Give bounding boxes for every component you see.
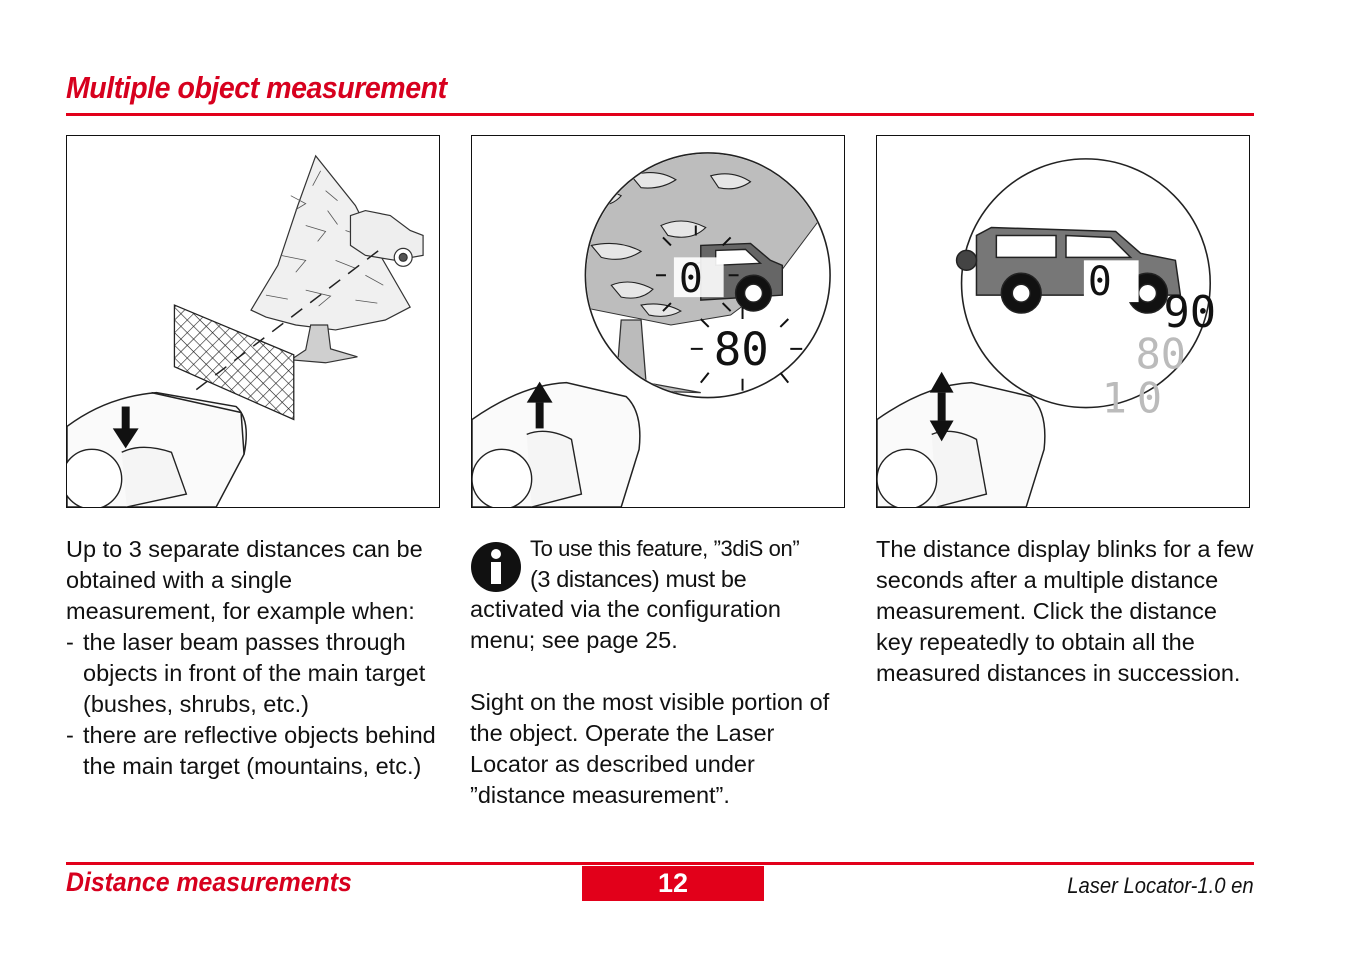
note-rest: activated via the configuration menu; se… [470,596,781,653]
fence-shape [173,304,295,421]
illustration-tree-fence-car [67,154,424,507]
note-line-2: (3 distances) must be [530,566,747,592]
text-column-left: Up to 3 separate distances can be obtain… [66,534,444,782]
arrow-down-icon [112,406,139,449]
readout-lower: 80 [714,323,769,376]
figure-sight-view-blinking: 0 80 [471,135,845,508]
readout-prev2: 10 [1102,374,1172,423]
section-title: Distance measurements [66,867,352,897]
footer-rule [66,862,1254,865]
arrow-updown-icon [929,371,954,442]
figure-laser-through-objects [66,135,440,508]
readout-upper: 0 [679,256,703,302]
illustration-scope-view-tree: 0 80 [472,152,831,507]
product-name: Laser Locator-1.0 en [1067,873,1254,898]
page-title: Multiple object measurement [66,70,447,105]
page-number: 12 [582,866,764,901]
car-shape [349,209,424,267]
example-list: -the laser beam passes through objects i… [66,627,444,782]
car-shape [700,242,784,312]
info-icon [471,542,521,592]
svg-text:0: 0 [1088,259,1112,305]
list-item: -there are reflective objects behind the… [66,722,436,779]
arrow-up-icon [526,381,553,429]
figure-successive-distances: 0 90 80 10 [876,135,1250,508]
illustration-scope-view-car: 0 90 80 10 [877,158,1216,507]
readout-main: 90 [1163,287,1216,338]
readout-prev: 80 [1136,330,1186,379]
intro-paragraph: Up to 3 separate distances can be obtain… [66,536,423,624]
sight-paragraph: Sight on the most visible portion of the… [470,689,830,808]
list-item: -the laser beam passes through objects i… [66,629,426,717]
note-line-1: To use this feature, ”3diS on” [530,536,800,561]
text-column-right: The distance display blinks for a few se… [876,534,1254,689]
header-rule [66,113,1254,116]
blink-paragraph: The distance display blinks for a few se… [876,536,1254,686]
text-column-middle: To use this feature, ”3diS on” (3 distan… [470,534,848,811]
